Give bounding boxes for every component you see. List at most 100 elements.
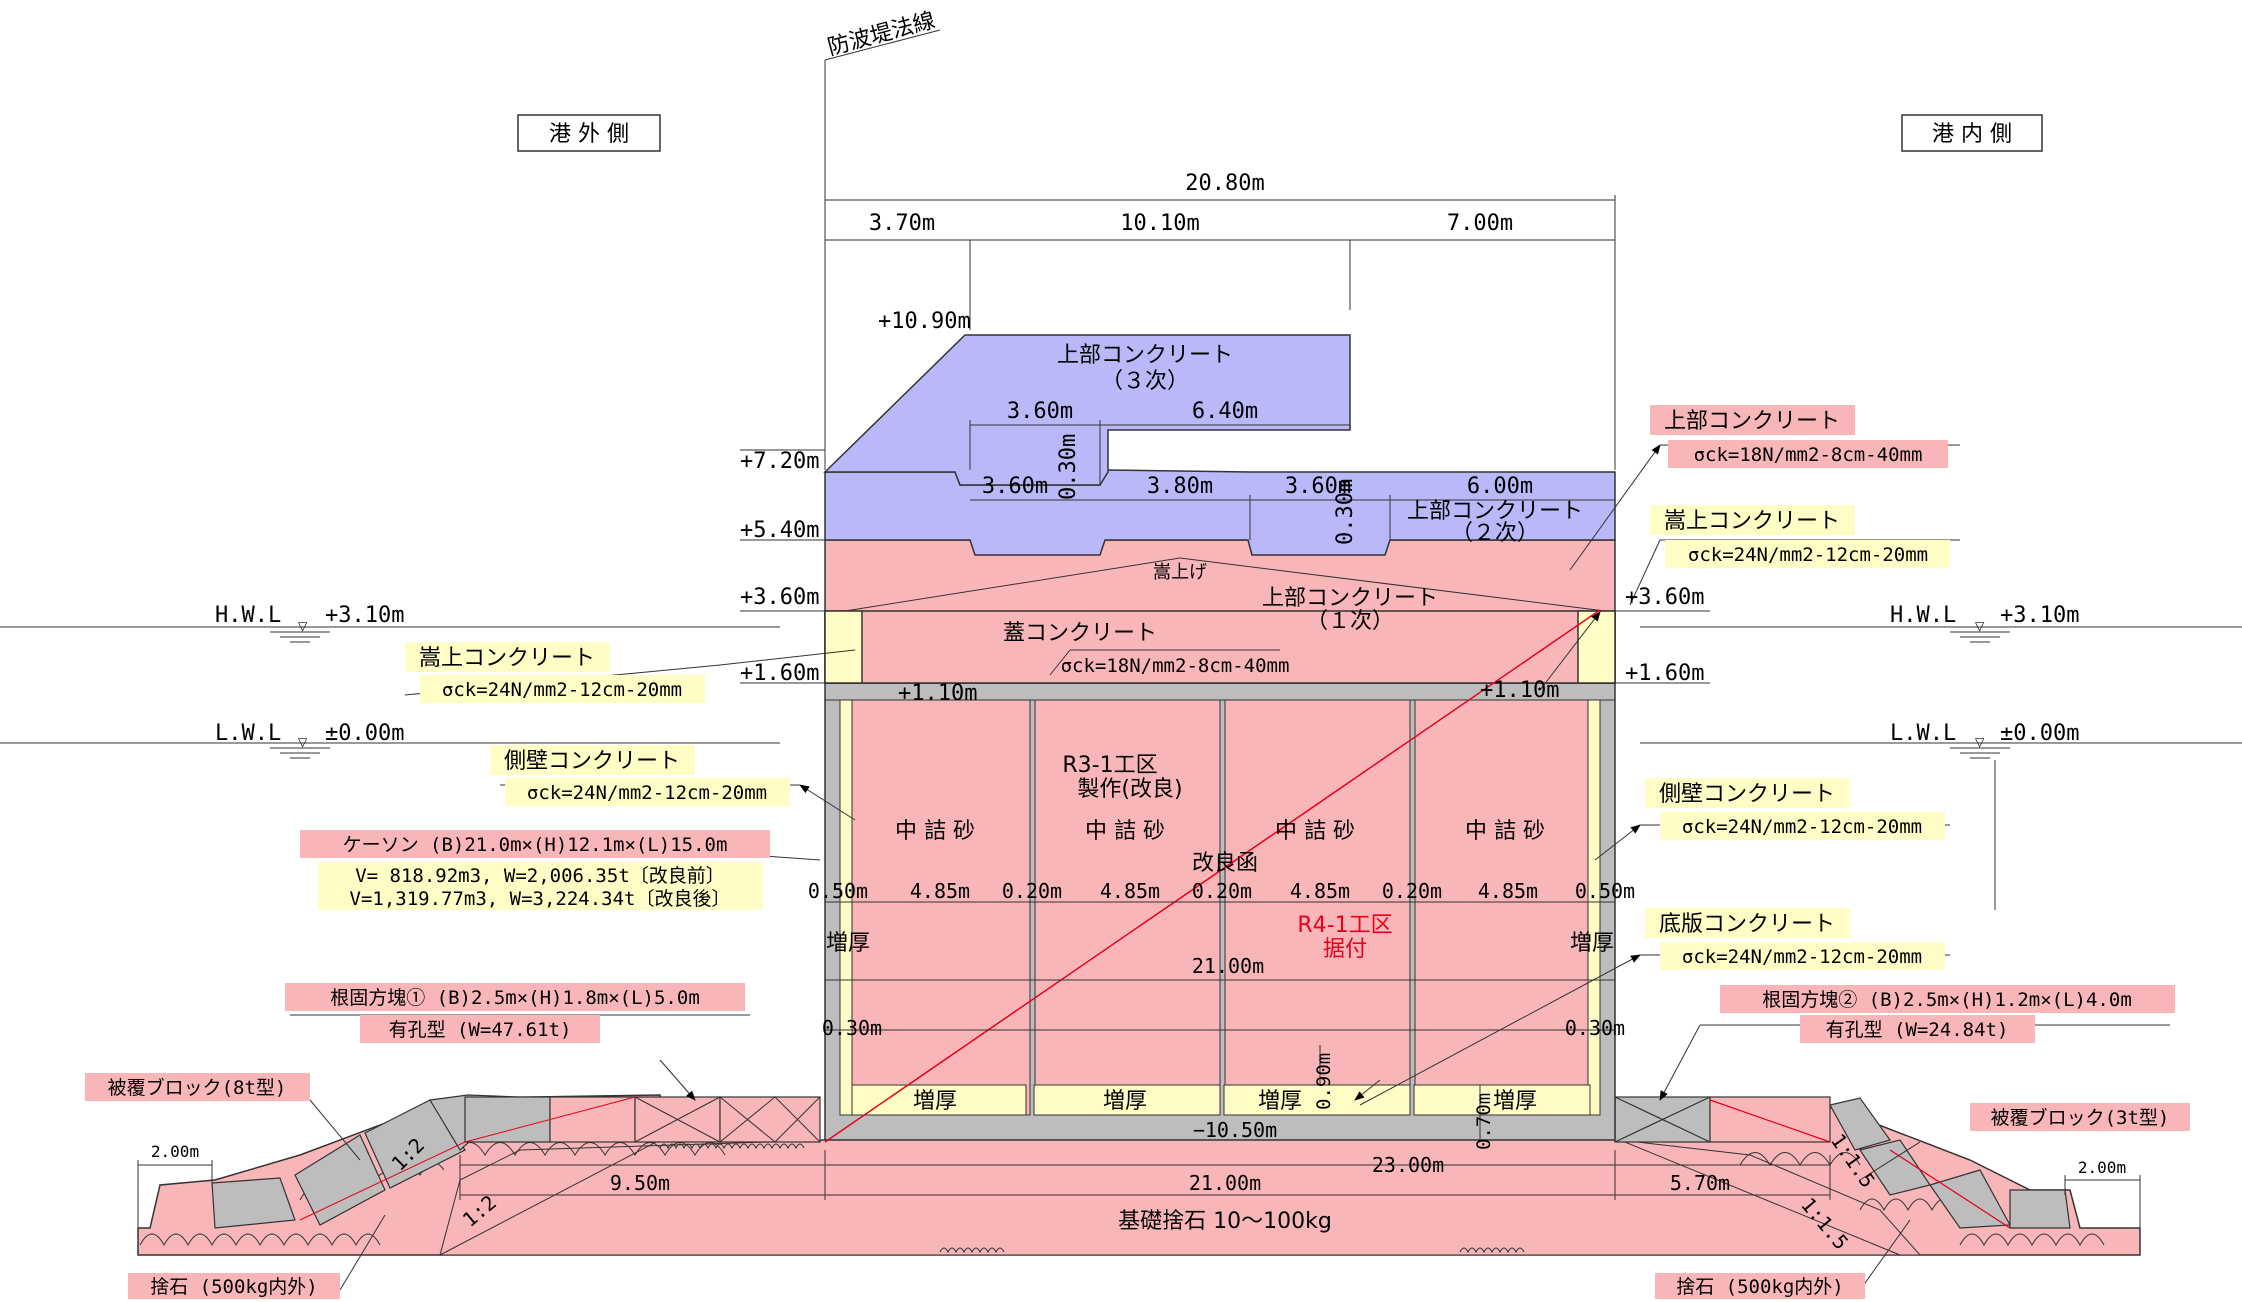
upper1-label-b: （１次）	[1306, 609, 1394, 634]
dim-485-3: 4.85m	[1290, 879, 1350, 903]
upper-lines	[825, 557, 1615, 1115]
kasa-r-title: 嵩上コンクリート	[1664, 509, 1840, 534]
dim-020-2: 0.20m	[1192, 879, 1252, 903]
suteishi-r: 捨石 (500kg内外)	[1676, 1276, 1844, 1298]
level-160: +1.60m	[740, 661, 819, 686]
sand-label-2: 中 詰 砂	[1085, 819, 1165, 844]
hwl-left: H.W.L	[215, 603, 281, 628]
upper-r-spec: σck=18N/mm2-8cm-40mm	[1694, 444, 1923, 466]
kasa-l-title: 嵩上コンクリート	[419, 646, 595, 671]
base-r-title: 底版コンクリート	[1659, 912, 1835, 937]
level-1090: +10.90m	[878, 309, 971, 334]
lwl-left: L.W.L	[215, 721, 281, 746]
r41-label-b: 据付	[1323, 937, 1367, 962]
armor-blocks-left	[211, 1094, 821, 1229]
dim-360c: 3.60m	[1285, 474, 1351, 499]
sand-label-3: 中 詰 砂	[1275, 819, 1355, 844]
dim-360a: 3.60m	[1007, 399, 1073, 424]
harbor-inside-label: 港 内 側	[1932, 122, 2012, 147]
dim-caisson-w: 21.00m	[1192, 954, 1264, 978]
hifuku-r: 被覆ブロック(3t型)	[1991, 1106, 2170, 1129]
callout-boxes	[85, 405, 2190, 1299]
side-r-spec: σck=24N/mm2-12cm-20mm	[1682, 816, 1922, 838]
side-l-spec: σck=24N/mm2-12cm-20mm	[527, 782, 767, 804]
side-r-title: 側壁コンクリート	[1659, 782, 1835, 807]
caisson-title: ケーソン (B)21.0m×(H)12.1m×(L)15.0m	[343, 834, 728, 856]
hwl-right-val: +3.10m	[2000, 603, 2079, 628]
dim-360b: 3.60m	[982, 474, 1048, 499]
water-lines	[0, 626, 2242, 910]
zoukou-right: 増厚	[1570, 931, 1614, 956]
dim-w3: 7.00m	[1447, 211, 1513, 236]
dim-w2: 10.10m	[1120, 211, 1199, 236]
kairyou-label: 改良函	[1192, 851, 1258, 876]
level-540: +5.40m	[740, 518, 819, 543]
nekata2-sub: 有孔型 (W=24.84t)	[1826, 1019, 2009, 1041]
dimension-lines	[137, 29, 2141, 1228]
upper3-label-b: （３次）	[1101, 369, 1189, 394]
harbor-inside-box	[1901, 114, 2043, 152]
upper-r-title: 上部コンクリート	[1664, 409, 1840, 434]
level-720: +7.20m	[740, 449, 819, 474]
dim-mound-left: 9.50m	[610, 1171, 670, 1195]
zoukou-bottom-3: 増厚	[1258, 1089, 1302, 1114]
level-110a: +1.10m	[898, 681, 977, 706]
cap-label-b: σck=18N/mm2-8cm-40mm	[1061, 655, 1290, 677]
kasa-r-spec: σck=24N/mm2-12cm-20mm	[1688, 544, 1928, 566]
dim-berm-left: 2.00m	[151, 1142, 199, 1161]
upper-concrete	[823, 334, 1616, 684]
wl-symbol-3: ▽	[1975, 619, 1985, 633]
breakwater-line-label: 防波堤法線	[825, 8, 938, 61]
kasaage-label: 嵩上げ	[1153, 562, 1207, 583]
nekata1-title: 根固方塊① (B)2.5m×(H)1.8m×(L)5.0m	[330, 987, 700, 1009]
sand-label-4: 中 詰 砂	[1465, 819, 1545, 844]
dim-600: 6.00m	[1467, 474, 1533, 499]
dim-070: 0.70m	[1473, 1093, 1495, 1150]
kasa-l-spec: σck=24N/mm2-12cm-20mm	[442, 679, 682, 701]
cap-label-a: 蓋コンクリート	[1003, 621, 1157, 646]
base-r-spec: σck=24N/mm2-12cm-20mm	[1682, 946, 1922, 968]
sand-label-1: 中 詰 砂	[895, 819, 975, 844]
dim-mound-top: 23.00m	[1372, 1153, 1444, 1177]
mound-label: 基礎捨石 10〜100kg	[1118, 1209, 1332, 1234]
r41-label-a: R4-1工区	[1297, 913, 1392, 938]
dim-485-2: 4.85m	[1100, 879, 1160, 903]
hwl-right: H.W.L	[1890, 603, 1956, 628]
wl-symbol-2: ▽	[298, 735, 308, 749]
dim-090: 0.90m	[1313, 1053, 1335, 1110]
side-l-title: 側壁コンクリート	[504, 749, 680, 774]
zoukou-bottom-1: 増厚	[913, 1089, 957, 1114]
dim-mound-right: 5.70m	[1670, 1171, 1730, 1195]
lwl-right-val: ±0.00m	[2000, 721, 2079, 746]
hwl-left-val: +3.10m	[325, 603, 404, 628]
r31-label-b: 製作(改良)	[1077, 777, 1182, 802]
zoukou-bottom-4: 増厚	[1493, 1089, 1537, 1114]
harbor-outside-box	[517, 114, 661, 152]
zoukou-left: 増厚	[826, 931, 870, 956]
dim-050-left: 0.50m	[808, 879, 868, 903]
caisson-before: V= 818.92m3, W=2,006.35t〔改良前〕	[355, 865, 725, 887]
lwl-right: L.W.L	[1890, 721, 1956, 746]
dim-030b: 0.30m	[1333, 479, 1358, 545]
r31-label-a: R3-1工区	[1062, 753, 1157, 778]
level-bottom: −10.50m	[1193, 1118, 1277, 1142]
dim-030a: 0.30m	[1056, 434, 1081, 500]
upper2-label-a: 上部コンクリート	[1407, 499, 1583, 524]
caisson-after: V=1,319.77m3, W=3,224.34t〔改良後〕	[350, 888, 731, 910]
dim-total-width: 20.80m	[1185, 171, 1264, 196]
dim-640: 6.40m	[1192, 399, 1258, 424]
dim-020-3: 0.20m	[1382, 879, 1442, 903]
dim-485-4: 4.85m	[1478, 879, 1538, 903]
wl-symbol-4: ▽	[1975, 735, 1985, 749]
dim-030-left: 0.30m	[822, 1016, 882, 1040]
upper3-label-a: 上部コンクリート	[1057, 343, 1233, 368]
suteishi-l: 捨石 (500kg内外)	[150, 1276, 318, 1298]
upper2-label-b: （２次）	[1451, 521, 1539, 546]
zoukou-bottom-2: 増厚	[1103, 1089, 1147, 1114]
hifuku-l: 被覆ブロック(8t型)	[108, 1076, 287, 1099]
armor-blocks-right	[1614, 1096, 2071, 1229]
nekata2-title: 根固方塊② (B)2.5m×(H)1.2m×(L)4.0m	[1762, 989, 2132, 1011]
level-110b: +1.10m	[1480, 678, 1559, 703]
dim-050-right: 0.50m	[1575, 879, 1635, 903]
